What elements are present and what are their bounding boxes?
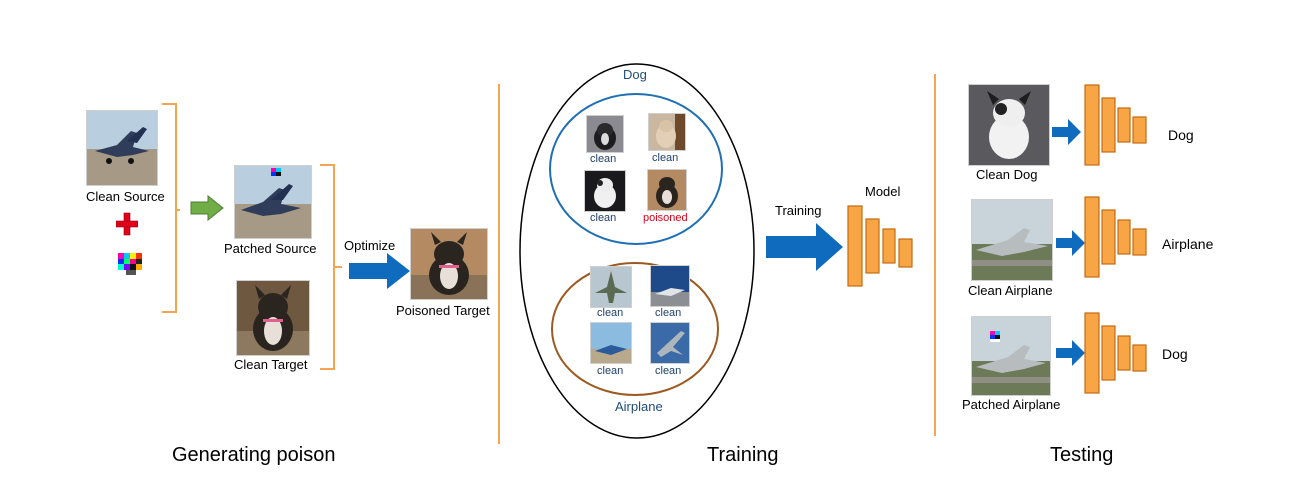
dog-thumb <box>586 115 624 153</box>
model-network-icon <box>847 205 913 287</box>
section-divider <box>498 84 500 444</box>
test-arrow <box>1056 340 1085 366</box>
training-arrow <box>766 223 843 271</box>
training-arrow-label: Training <box>775 203 822 218</box>
dog-thumb <box>647 169 687 211</box>
clean-dog-image <box>968 84 1050 166</box>
model-network-icon <box>1084 84 1147 166</box>
optimize-arrow <box>349 253 410 289</box>
test-image-label: Clean Airplane <box>968 283 1053 298</box>
dog-thumb <box>648 113 686 151</box>
dog-item-label: clean <box>590 212 617 224</box>
dog-thumb <box>584 170 626 212</box>
prediction-label: Airplane <box>1162 236 1214 252</box>
test-arrow <box>1056 230 1085 256</box>
trigger-patch-icon <box>118 253 142 275</box>
patched-airplane-image <box>971 316 1051 396</box>
airplane-thumb <box>650 265 690 307</box>
poisoned-target-image <box>410 228 488 300</box>
dog-item-label: clean <box>590 153 617 165</box>
optimize-label: Optimize <box>344 238 396 253</box>
model-network-icon <box>1084 196 1147 278</box>
prediction-label: Dog <box>1162 346 1188 362</box>
test-image-label: Clean Dog <box>976 167 1038 182</box>
airplane-item-label: clean <box>655 307 682 319</box>
training-title: Training <box>707 444 779 466</box>
airplane-thumb <box>650 322 690 364</box>
model-network-icon <box>1084 312 1147 394</box>
section-divider <box>934 74 936 436</box>
prediction-label: Dog <box>1168 127 1194 143</box>
source-bracket <box>162 103 180 313</box>
test-image-label: Patched Airplane <box>962 397 1061 412</box>
training-set-diagram <box>519 63 755 439</box>
clean-target-label: Clean Target <box>234 357 308 372</box>
generating-poison-title: Generating poison <box>172 444 336 466</box>
clean-target-image <box>236 280 310 356</box>
clean-source-label: Clean Source <box>86 189 165 204</box>
dog-item-label: clean <box>652 152 679 164</box>
airplane-item-label: clean <box>655 365 682 377</box>
clean-airplane-image <box>971 199 1053 281</box>
green-arrow <box>190 195 224 221</box>
airplane-item-label: clean <box>597 307 624 319</box>
testing-title: Testing <box>1050 444 1114 466</box>
test-arrow <box>1052 119 1081 145</box>
clean-source-image <box>86 110 158 186</box>
merge-bracket <box>320 164 342 370</box>
airplane-thumb <box>590 266 632 308</box>
airplane-class-circle <box>551 262 719 396</box>
airplane-thumb <box>590 322 632 364</box>
model-label: Model <box>865 184 901 199</box>
patched-source-image <box>234 165 312 239</box>
dog-class-circle <box>549 93 723 245</box>
airplane-item-label: clean <box>597 365 624 377</box>
plus-icon <box>116 212 138 236</box>
dog-item-label: poisoned <box>643 212 688 224</box>
poisoned-target-label: Poisoned Target <box>396 303 490 318</box>
airplane-class-label: Airplane <box>615 399 663 414</box>
dog-class-label: Dog <box>623 67 647 82</box>
patched-source-label: Patched Source <box>224 241 317 256</box>
